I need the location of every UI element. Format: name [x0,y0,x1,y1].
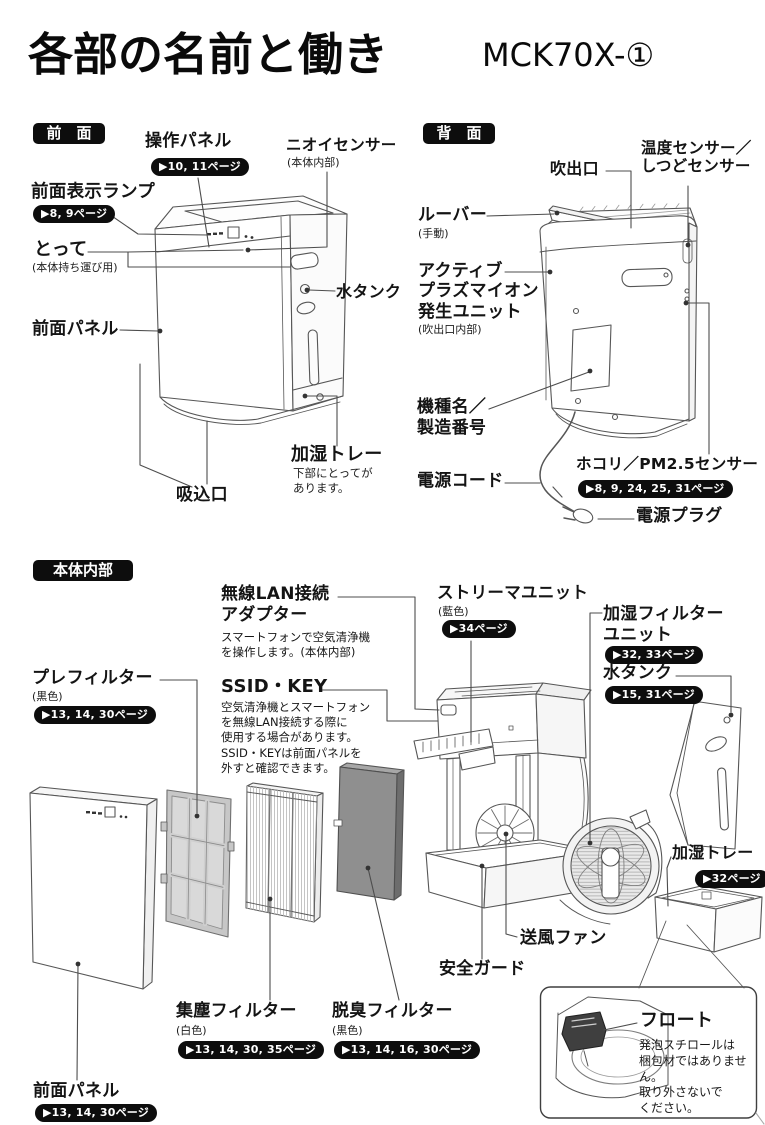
note-dust-filter: (白色) [176,1024,207,1037]
label-plasma-unit: アクティブ プラズマイオン 発生ユニット [418,261,539,322]
note-streamer-unit: (藍色) [438,605,469,618]
label-humidify-filter-unit: 加湿フィルター ユニット [603,604,724,646]
label-louver: ルーバー [418,205,488,225]
label-safety-guard: 安全ガード [439,959,526,979]
label-temp-sensor: 温度センサー／ しつどセンサー [641,139,752,176]
label-dust-sensor: ホコリ／PM2.5センサー [576,455,759,473]
note-humidify-tray-front: 下部にとってが あります。 [293,466,373,495]
note-deodor-filter: (黒色) [332,1024,363,1037]
label-wifi-adapter: 無線LAN接続 アダプター [221,584,330,626]
label-prefilter: プレフィルター [32,668,153,688]
label-power-plug: 電源プラグ [636,506,723,526]
section-header-back: 背 面 [423,123,495,144]
desc-ssid-key: 空気清浄機とスマートフォン を無線LAN接続する際に 使用する場合があります。 … [221,700,371,775]
label-humidify-tray-internal: 加湿トレー [672,843,754,862]
label-odor-sensor: ニオイセンサー [286,136,397,154]
model-number: MCK70X-① [482,36,655,74]
page-ref-front-lamp: ▶8, 9ページ [33,205,116,223]
label-front-panel: 前面パネル [32,319,119,339]
label-dust-filter: 集塵フィルター [176,1001,297,1021]
label-operation-panel: 操作パネル [145,131,232,151]
water-tank-internal-drawing [669,701,742,853]
prefilter-drawing [160,789,235,938]
label-deodor-filter: 脱臭フィルター [332,1001,453,1021]
deodor-filter-drawing [333,762,405,901]
label-front-panel-internal: 前面パネル [33,1081,120,1101]
note-plasma-unit: (吹出口内部) [418,323,482,336]
label-outlet: 吹出口 [550,159,599,178]
section-header-front: 前 面 [33,123,105,144]
label-ssid-key: SSID・KEY [221,676,328,697]
page-ref-streamer-unit: ▶34ページ [442,620,516,638]
desc-float: 発泡スチロールは 梱包材ではありません。 取り外さないで ください。 [639,1038,747,1116]
page-ref-deodor-filter: ▶13, 14, 16, 30ページ [334,1041,481,1059]
page-ref-front-panel-internal: ▶13, 14, 30ページ [35,1104,157,1122]
label-model-plate: 機種名／ 製造番号 [417,397,487,439]
page-ref-dust-filter: ▶13, 14, 30, 35ページ [178,1041,325,1059]
label-power-cord: 電源コード [417,471,504,491]
float-inset-drawing [539,920,758,1119]
front-unit-drawing [154,195,348,425]
leader-dots [75,210,734,967]
section-header-internal: 本体内部 [33,560,133,581]
page-ref-humidify-tray-internal: ▶32ページ [695,870,765,888]
leader-lines [75,170,734,1081]
note-odor-sensor: (本体内部) [287,156,340,169]
page-ref-water-tank-internal: ▶15, 31ページ [605,686,703,704]
label-water-tank-front: 水タンク [336,282,402,301]
page-title: 各部の名前と働き [28,28,389,81]
label-float: フロート [640,1010,714,1031]
label-fan: 送風ファン [520,928,607,948]
label-intake: 吸込口 [176,485,228,505]
dust-filter-drawing [245,782,324,923]
page-ref-operation-panel: ▶10, 11ページ [151,158,249,176]
note-prefilter: (黒色) [32,690,63,703]
desc-wifi-adapter: スマートフォンで空気清浄機 を操作します。(本体内部) [221,630,371,660]
back-unit-drawing [539,203,698,524]
note-handle: (本体持ち運び用) [32,261,118,274]
humidify-tray-drawing [654,885,763,953]
label-streamer-unit: ストリーマユニット [437,583,589,602]
label-water-tank-internal: 水タンク [603,663,673,683]
note-louver: (手動) [418,227,449,240]
humidify-wheel-drawing [559,809,663,925]
page-ref-prefilter: ▶13, 14, 30ページ [34,706,156,724]
page-ref-dust-sensor: ▶8, 9, 24, 25, 31ページ [578,480,733,498]
label-humidify-tray-front: 加湿トレー [291,444,383,465]
label-front-lamp: 前面表示ランプ [31,182,156,202]
page-corner-mark [755,1112,765,1125]
label-handle: とって [34,239,88,260]
page-ref-humidify-filter-unit: ▶32, 33ページ [605,646,703,664]
internal-front-panel-drawing [29,786,158,990]
